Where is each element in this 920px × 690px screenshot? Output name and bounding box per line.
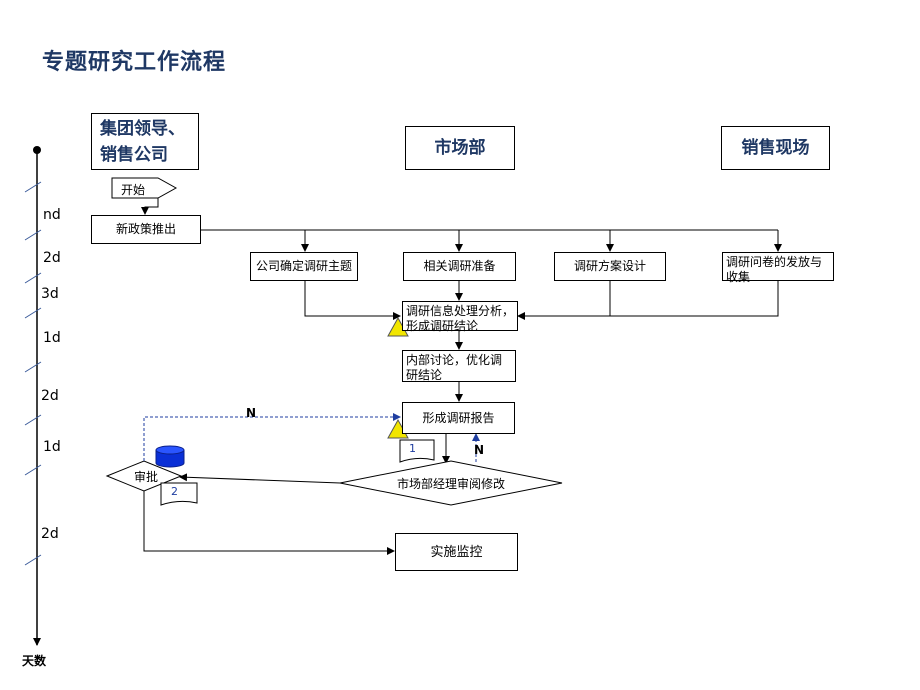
timeline-label: 1d — [43, 330, 61, 346]
start-label: 开始 — [121, 183, 146, 197]
timeline-label: 3d — [41, 286, 59, 302]
page-title: 专题研究工作流程 — [42, 49, 227, 75]
node-design: 调研方案设计 — [554, 252, 666, 281]
timeline-label: 1d — [43, 439, 61, 455]
node-new-policy: 新政策推出 — [91, 215, 201, 244]
note-shape-1 — [399, 439, 435, 463]
start-shape — [111, 177, 178, 199]
edge-label-n-top: N — [246, 406, 257, 420]
timeline-label: nd — [43, 207, 61, 223]
node-monitor: 实施监控 — [395, 533, 518, 571]
manager-review-diamond — [339, 460, 563, 506]
lane-header-group: 集团领导、销售公司 — [91, 113, 199, 170]
note-shape-2 — [160, 482, 198, 506]
timeline-label: 2d — [41, 526, 59, 542]
note-number-1: 1 — [409, 442, 416, 455]
timeline-axis-label: 天数 — [22, 654, 47, 668]
manager-review-label: 市场部经理审阅修改 — [396, 477, 505, 491]
node-discussion: 内部讨论，优化调研结论 — [402, 350, 516, 382]
database-icon — [155, 445, 185, 468]
timeline-label: 2d — [43, 250, 61, 266]
timeline-axis — [24, 146, 42, 646]
note-number-2: 2 — [171, 485, 178, 498]
lane-header-sales: 销售现场 — [721, 126, 830, 170]
timeline-label: 2d — [41, 388, 59, 404]
edge-label-n-right: N — [474, 443, 485, 457]
approve-label: 审批 — [134, 470, 159, 484]
node-topic: 公司确定调研主题 — [250, 252, 358, 281]
node-report: 形成调研报告 — [402, 402, 515, 434]
node-survey: 调研问卷的发放与收集 — [722, 252, 834, 284]
node-prep: 相关调研准备 — [403, 252, 516, 281]
node-analysis: 调研信息处理分析，形成调研结论 — [402, 301, 518, 333]
lane-header-market: 市场部 — [405, 126, 515, 170]
